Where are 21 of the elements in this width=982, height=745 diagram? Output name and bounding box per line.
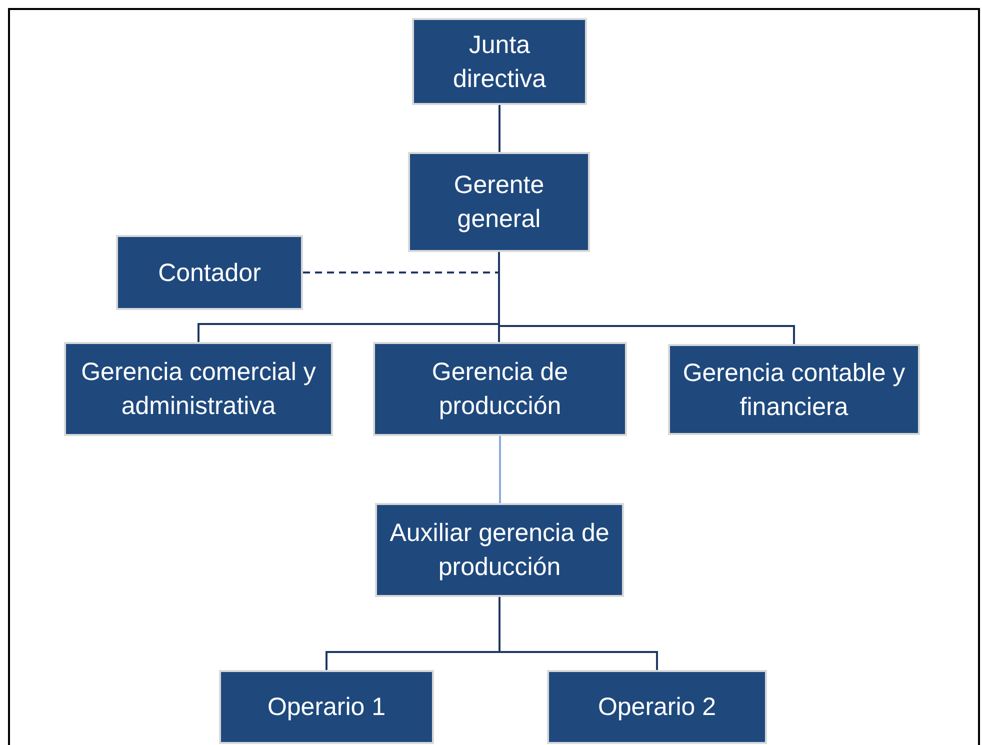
org-box [64,342,333,436]
connector-line [498,252,795,344]
box-label: Gerencia comercial y administrativa [80,357,317,422]
org-box [547,670,767,744]
connector-line [498,105,500,152]
org-box [375,503,624,597]
org-box [219,670,434,744]
box-label: Gerente general [452,170,546,235]
box-label: Junta directiva [452,30,548,94]
org-box [116,235,303,310]
org-box [373,342,627,436]
box-label: Operario 1 [267,692,386,723]
box-label: Gerencia de producción [430,357,570,422]
box-label: Contador [158,258,261,288]
org-box [408,152,590,252]
org-box [668,344,920,435]
org-box [412,18,587,105]
box-label: Gerencia contable y financiera [682,358,906,422]
connector-line [499,436,501,503]
box-label: Operario 2 [598,692,716,723]
box-label: Auxiliar gerencia de producción [388,518,610,583]
